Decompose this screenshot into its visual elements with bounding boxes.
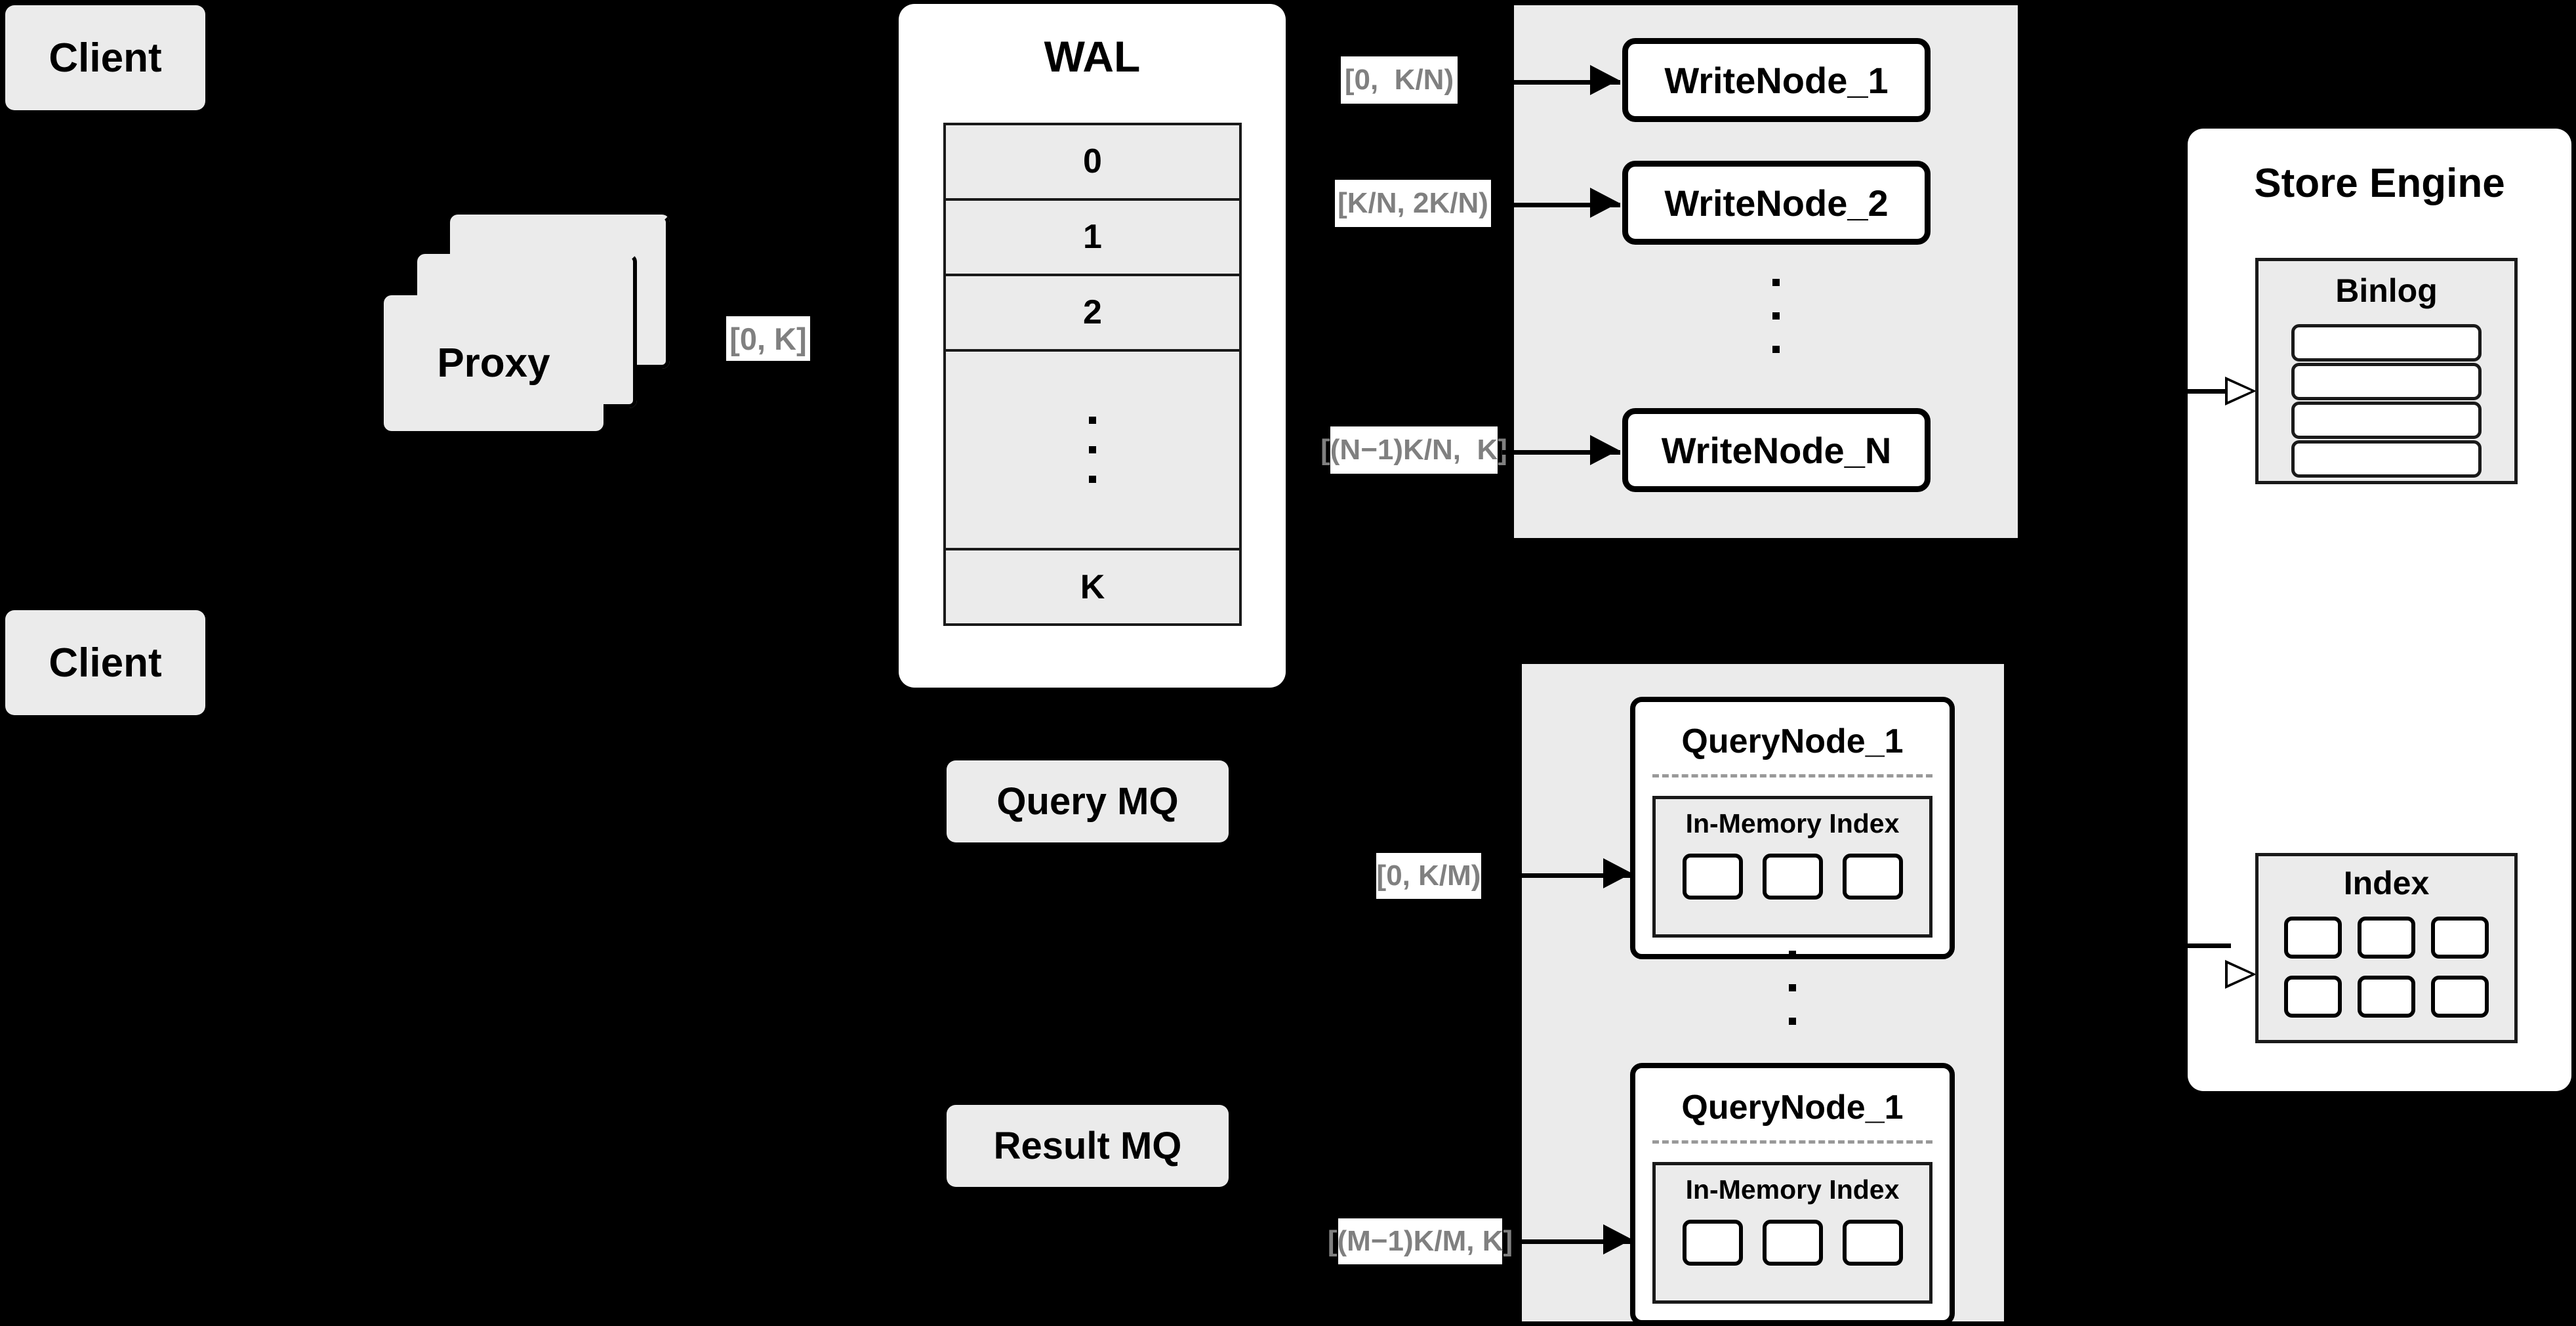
ellipsis-dot — [1789, 1018, 1796, 1025]
arrow-head — [1603, 1224, 1632, 1254]
query-node-label: QueryNode_1 — [1681, 722, 1904, 760]
write-cluster-ellipsis — [1772, 279, 1780, 353]
in-memory-index-title: In-Memory Index — [1685, 1174, 1900, 1205]
store-engine-title: Store Engine — [2254, 161, 2505, 206]
wal-panel: WAL 0 1 2 K — [899, 4, 1286, 688]
index-cell[interactable] — [2358, 976, 2415, 1018]
arrow-to-binlog — [2188, 389, 2231, 394]
arrow-head — [1590, 435, 1619, 465]
write-node-label: WriteNode_N — [1661, 429, 1892, 471]
binlog-title: Binlog — [2335, 272, 2438, 309]
index-cell[interactable] — [2431, 917, 2489, 959]
arrow-head — [1590, 188, 1619, 218]
query-cluster-ellipsis — [1789, 951, 1796, 1025]
wal-title: WAL — [1044, 32, 1141, 81]
range-label-query-node-m: [(M−1)K/M, K] — [1328, 1218, 1513, 1264]
wal-row[interactable]: 2 — [946, 276, 1239, 352]
ellipsis-dot — [1772, 312, 1780, 320]
query-node-divider — [1652, 1140, 1932, 1144]
query-mq-label: Query MQ — [996, 780, 1179, 823]
in-memory-index-box: In-Memory Index — [1652, 796, 1932, 938]
arrow-to-index — [2188, 943, 2231, 948]
range-label-write-node-2: [K/N, 2K/N) — [1335, 180, 1491, 227]
index-box: Index — [2255, 853, 2518, 1043]
ellipsis-dot — [1789, 951, 1796, 958]
query-node-label: QueryNode_1 — [1681, 1088, 1904, 1127]
arrow-to-write-node-n — [1502, 450, 1620, 455]
index-slot[interactable] — [1842, 1220, 1903, 1266]
range-label-write-node-1: [0, K/N) — [1341, 56, 1458, 104]
binlog-row[interactable] — [2291, 402, 2482, 439]
ellipsis-dot — [1789, 984, 1796, 991]
in-memory-index-slots — [1656, 854, 1929, 900]
index-slot[interactable] — [1842, 854, 1903, 900]
index-cell[interactable] — [2284, 917, 2342, 959]
arrow-head — [1590, 65, 1619, 95]
range-label-proxy-to-wal: [0, K] — [726, 316, 810, 361]
index-title: Index — [2343, 865, 2430, 901]
result-mq-label: Result MQ — [993, 1125, 1182, 1167]
client-label: Client — [49, 640, 162, 686]
client-box-1[interactable]: Client — [5, 5, 205, 110]
wal-row[interactable]: 0 — [946, 125, 1239, 201]
wal-row-last[interactable]: K — [1080, 568, 1105, 606]
in-memory-index-box: In-Memory Index — [1652, 1162, 1932, 1304]
wal-row[interactable]: 1 — [946, 201, 1239, 276]
arrow-to-query-node-m — [1515, 1239, 1633, 1244]
query-mq-box[interactable]: Query MQ — [947, 760, 1229, 842]
arrow-to-write-node-2 — [1502, 203, 1620, 207]
ellipsis-dot — [1772, 346, 1780, 353]
client-box-2[interactable]: Client — [5, 610, 205, 715]
arrow-to-write-node-1 — [1502, 80, 1620, 85]
index-cell[interactable] — [2358, 917, 2415, 959]
arrow-head-open — [2225, 960, 2257, 989]
proxy-label: Proxy — [437, 341, 550, 386]
ellipsis-dot — [1089, 445, 1096, 453]
write-node-1[interactable]: WriteNode_1 — [1622, 38, 1931, 122]
arrow-to-query-node-1 — [1515, 873, 1633, 878]
index-slot[interactable] — [1762, 854, 1823, 900]
arrow-head-open — [2225, 377, 2257, 405]
arrow-head — [1603, 858, 1632, 888]
client-label: Client — [49, 35, 162, 81]
in-memory-index-title: In-Memory Index — [1685, 808, 1900, 839]
query-node-divider — [1652, 774, 1932, 777]
range-label-write-node-n: [(N−1)K/N, K] — [1320, 426, 1507, 474]
binlog-row[interactable] — [2291, 363, 2482, 400]
index-grid — [2259, 917, 2514, 1018]
write-node-n[interactable]: WriteNode_N — [1622, 408, 1931, 492]
index-cell[interactable] — [2284, 976, 2342, 1018]
ellipsis-dot — [1772, 279, 1780, 286]
query-node-m[interactable]: QueryNode_1 In-Memory Index — [1630, 1063, 1955, 1325]
proxy-box[interactable]: Proxy — [384, 295, 603, 431]
write-node-2[interactable]: WriteNode_2 — [1622, 161, 1931, 245]
index-cell[interactable] — [2431, 976, 2489, 1018]
write-node-label: WriteNode_2 — [1664, 182, 1889, 224]
query-node-1[interactable]: QueryNode_1 In-Memory Index — [1630, 697, 1955, 959]
range-label-query-node-1: [0, K/M) — [1376, 853, 1481, 899]
binlog-box: Binlog — [2255, 258, 2518, 484]
ellipsis-dot — [1089, 416, 1096, 424]
wal-row-ellipsis — [946, 352, 1239, 551]
wal-table: 0 1 2 K — [943, 123, 1242, 626]
write-node-label: WriteNode_1 — [1664, 59, 1889, 101]
result-mq-box[interactable]: Result MQ — [947, 1105, 1229, 1187]
ellipsis-dot — [1089, 475, 1096, 483]
index-slot[interactable] — [1682, 854, 1743, 900]
in-memory-index-slots — [1656, 1220, 1929, 1266]
binlog-row[interactable] — [2291, 440, 2482, 478]
binlog-row[interactable] — [2291, 324, 2482, 362]
index-slot[interactable] — [1762, 1220, 1823, 1266]
index-slot[interactable] — [1682, 1220, 1743, 1266]
